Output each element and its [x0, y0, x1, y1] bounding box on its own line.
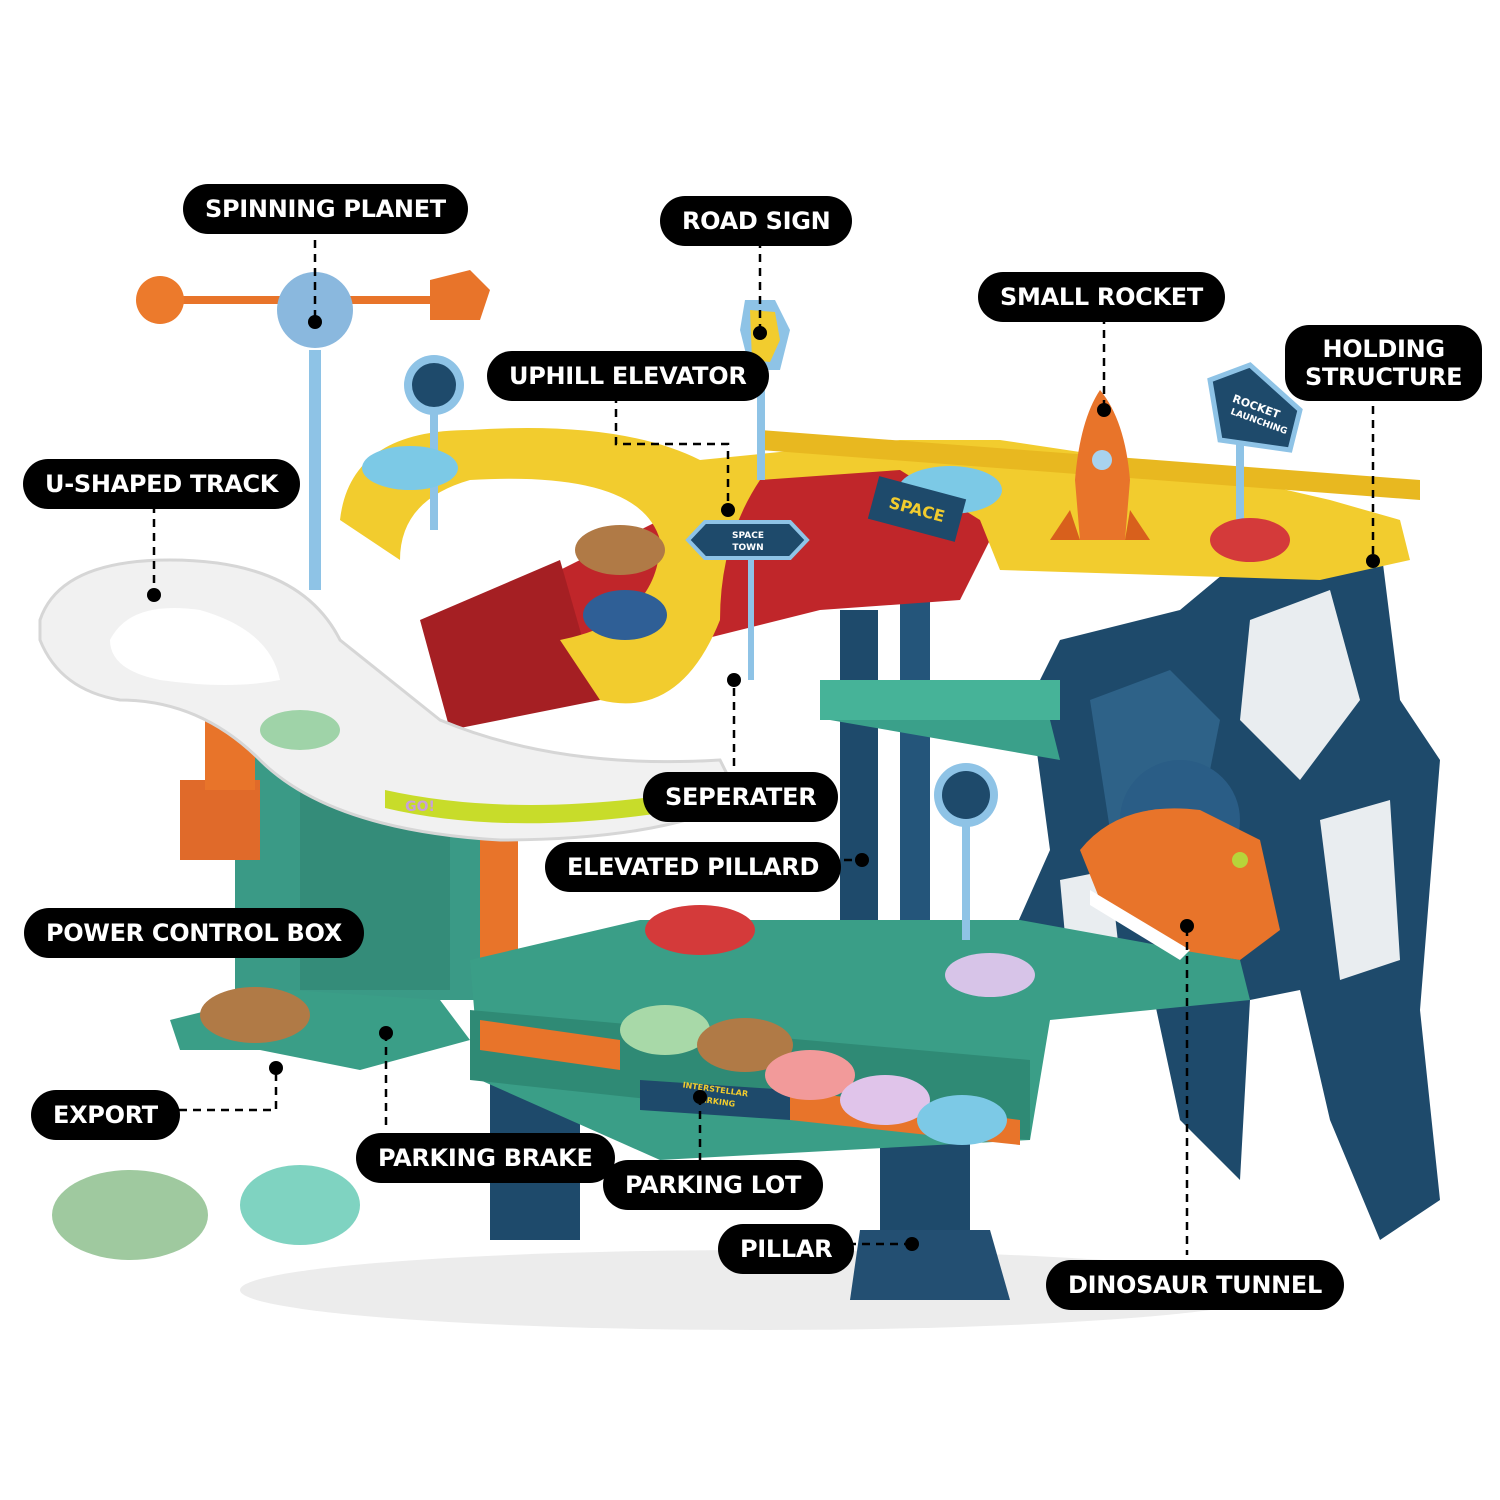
- car: [260, 710, 340, 750]
- loose-car: [240, 1165, 360, 1245]
- car: [840, 1075, 930, 1125]
- car: [575, 525, 665, 575]
- u-shaped-white-track: [38, 558, 743, 842]
- car: [945, 953, 1035, 997]
- space-town-sign-line1: SPACE: [732, 531, 764, 541]
- leader-uphill-elevator: [614, 395, 730, 510]
- callout-holding-structure-line1: HOLDING: [1322, 335, 1445, 363]
- loose-car: [52, 1170, 208, 1260]
- callout-pillar: PILLAR: [718, 1224, 855, 1274]
- callout-uphill-elevator: UPHILL ELEVATOR: [487, 351, 769, 401]
- callout-small-rocket: SMALL ROCKET: [978, 272, 1225, 322]
- callout-parking-lot: PARKING LOT: [603, 1160, 824, 1210]
- leader-export: [165, 1068, 278, 1112]
- car: [362, 446, 458, 490]
- callout-u-shaped-track: U-SHAPED TRACK: [23, 459, 301, 509]
- toy-cars: [52, 446, 1290, 1260]
- small-rocket-model: [1050, 390, 1150, 540]
- callout-elevated-pillard: ELEVATED PILLARD: [545, 842, 842, 892]
- callout-power-control-box: POWER CONTROL BOX: [24, 908, 364, 958]
- leader-dots: [147, 315, 1380, 1251]
- callout-road-sign: ROAD SIGN: [660, 196, 853, 246]
- car: [583, 590, 667, 640]
- car: [697, 1018, 793, 1072]
- car: [765, 1050, 855, 1100]
- green-middle-track: [820, 680, 1060, 760]
- callout-seperater: SEPERATER: [643, 772, 839, 822]
- car: [200, 987, 310, 1043]
- car: [917, 1095, 1007, 1145]
- callout-holding-structure: HOLDING STRUCTURE: [1285, 325, 1483, 401]
- car: [620, 1005, 710, 1055]
- callout-spinning-planet: SPINNING PLANET: [183, 184, 468, 234]
- go-sign-text: GO!: [405, 799, 435, 815]
- callout-dinosaur-tunnel: DINOSAUR TUNNEL: [1046, 1260, 1345, 1310]
- space-town-sign-line2: TOWN: [732, 543, 763, 553]
- callout-holding-structure-line2: STRUCTURE: [1305, 363, 1463, 391]
- road-signs: [404, 300, 1303, 940]
- floor-shadow: [240, 1250, 1280, 1330]
- dinosaur-head: [1080, 808, 1280, 960]
- callout-export: EXPORT: [31, 1090, 180, 1140]
- car: [1210, 518, 1290, 562]
- car: [645, 905, 755, 955]
- callout-parking-brake: PARKING BRAKE: [356, 1133, 615, 1183]
